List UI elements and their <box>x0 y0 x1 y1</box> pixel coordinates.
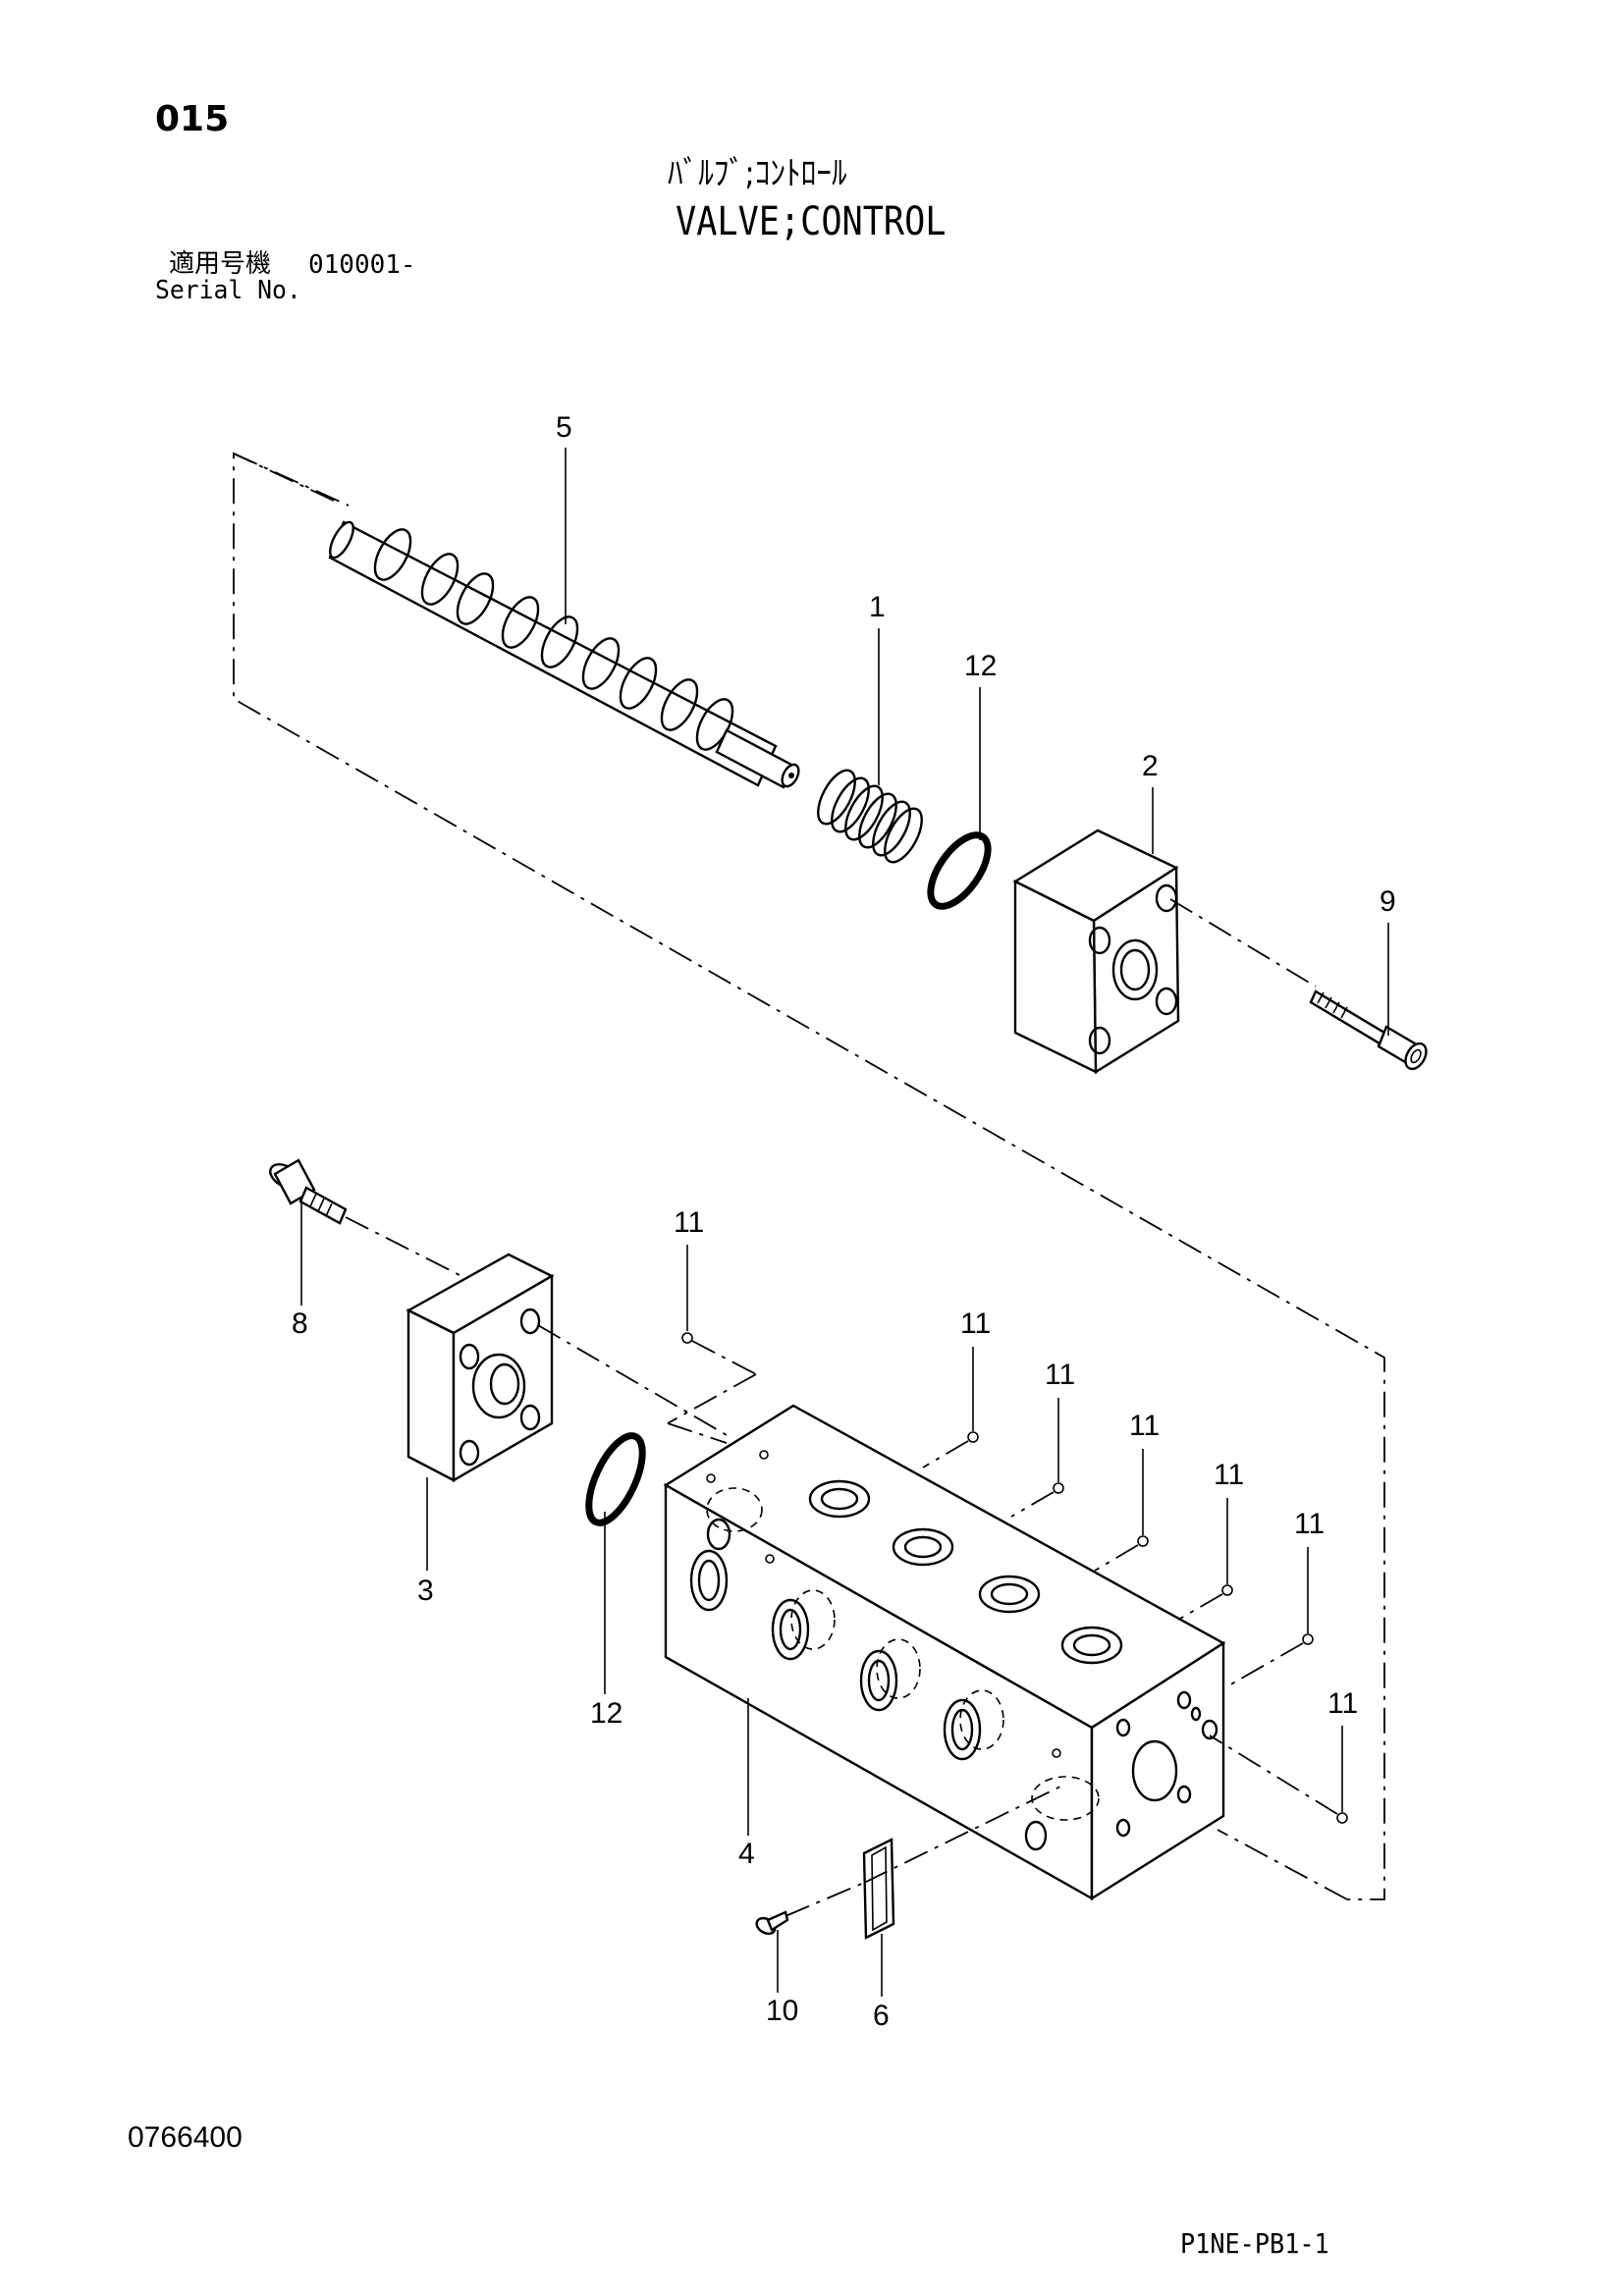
callout-9: 9 <box>1380 885 1396 918</box>
plate-6-axis <box>863 1786 1061 1884</box>
socket-bolt-8 <box>269 1158 348 1225</box>
spool-part <box>233 453 800 789</box>
bolt-8-axis <box>345 1216 462 1277</box>
page-number: 015 <box>155 99 230 139</box>
callout-10: 10 <box>766 1995 798 2027</box>
o-ring-lower <box>585 1432 646 1526</box>
cover-3-axis <box>537 1324 728 1436</box>
callout-11-f: 11 <box>1294 1508 1325 1540</box>
name-plate-6 <box>862 1838 895 1940</box>
callout-11-g: 11 <box>1327 1687 1358 1720</box>
callout-12-lower: 12 <box>590 1697 623 1730</box>
callout-11-c: 11 <box>1045 1359 1075 1391</box>
valve-body <box>663 1404 1226 1901</box>
callout-12-upper: 12 <box>964 650 997 682</box>
screw-10-axis <box>785 1882 865 1917</box>
socket-bolt-9 <box>1309 989 1428 1071</box>
plug-11-group <box>667 1332 1348 1824</box>
callout-2: 2 <box>1142 750 1159 782</box>
callout-11-b: 11 <box>960 1308 991 1340</box>
callout-11-e: 11 <box>1214 1459 1244 1491</box>
end-cover-right <box>1012 828 1180 1075</box>
spring-part <box>817 769 923 864</box>
serial-label-japanese: 適用号機 <box>169 249 272 279</box>
serial-value: 010001- <box>308 250 416 280</box>
o-ring-upper <box>927 831 992 910</box>
sheet-code: P1NE-PB1-1 <box>1180 2227 1329 2260</box>
callout-11-d: 11 <box>1129 1410 1160 1442</box>
title-english: VALVE;CONTROL <box>676 199 947 244</box>
callout-4: 4 <box>738 1838 755 1870</box>
serial-label-english: Serial No. <box>155 276 301 305</box>
callout-5: 5 <box>556 411 572 444</box>
bolt-9-axis <box>1169 898 1317 988</box>
title-japanese: ﾊﾞﾙﾌﾞ;ｺﾝﾄﾛｰﾙ <box>668 154 847 193</box>
callout-1: 1 <box>869 591 886 623</box>
end-cover-left <box>406 1253 555 1483</box>
callout-11-a: 11 <box>674 1206 704 1239</box>
callout-8: 8 <box>292 1308 308 1340</box>
callout-3: 3 <box>417 1575 434 1607</box>
drawing-number: 0766400 <box>128 2121 243 2154</box>
callout-6: 6 <box>873 2000 890 2032</box>
screw-10 <box>755 1910 789 1936</box>
